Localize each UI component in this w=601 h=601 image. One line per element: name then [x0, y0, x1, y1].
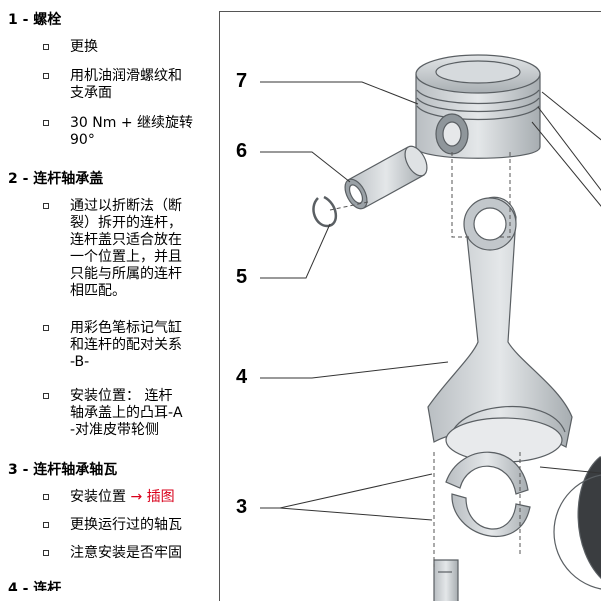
piston	[415, 54, 541, 159]
item-line: 安装位置： 连杆	[70, 388, 173, 404]
bullet-icon	[43, 393, 49, 399]
callout-5: 5	[236, 266, 248, 288]
piston-pin	[344, 145, 428, 210]
item-line: 只能与所属的连杆	[70, 266, 182, 282]
bullet-icon	[43, 325, 49, 331]
section-bolt: 1 - 螺栓 更换 用机油润滑螺纹和 支承面 30 Nm + 继续旋转 90°	[8, 11, 214, 148]
item-line: 注意安装是否牢固	[70, 545, 182, 561]
item-line: 裂）拆开的连杆，	[70, 215, 182, 231]
alignment-lines	[329, 152, 521, 567]
item-line: -对准皮带轮侧	[70, 422, 160, 438]
item-line: 用机油润滑螺纹和	[70, 68, 182, 84]
item-line: 通过以折断法（断	[70, 198, 182, 214]
item-line: 更换	[70, 39, 98, 55]
callout-7: 7	[236, 70, 248, 92]
section-bearing-cap: 2 - 连杆轴承盖 通过以折断法（断 裂）拆开的连杆， 连杆盖只适合放在 一个位…	[8, 170, 214, 438]
item-line: 和连杆的配对关系	[70, 337, 182, 353]
item-line: 更换运行过的轴瓦	[70, 517, 182, 533]
section-bearing-shell: 3 - 连杆轴承轴瓦 安装位置 → 插图 更换运行过的轴瓦 注意安装是否牢固	[8, 461, 214, 561]
circlip	[312, 195, 337, 228]
item-line: 30 Nm + 继续旋转	[70, 115, 194, 131]
bearing-shells	[445, 451, 531, 537]
bullet-icon	[43, 73, 49, 79]
section-title: 1 - 螺栓	[8, 12, 62, 28]
section-title: 2 - 连杆轴承盖	[8, 171, 104, 187]
item-line: 连杆盖只适合放在	[70, 232, 182, 248]
bullet-icon	[43, 522, 49, 528]
callout-3: 3	[236, 496, 248, 518]
section-title: 3 - 连杆轴承轴瓦	[8, 462, 118, 478]
item-text: 安装位置	[70, 489, 131, 505]
bullet-icon	[43, 203, 49, 209]
bearing-cap	[433, 559, 459, 601]
item-line: 用彩色笔标记气缸	[70, 320, 182, 336]
leader-lines	[260, 81, 601, 521]
instruction-list: 1 - 螺栓 更换 用机油润滑螺纹和 支承面 30 Nm + 继续旋转 90° …	[0, 0, 214, 591]
bullet-icon	[43, 120, 49, 126]
bullet-icon	[43, 494, 49, 500]
section-connecting-rod: 4 - 连杆	[8, 580, 214, 591]
item-line: 相匹配。	[70, 283, 126, 299]
exploded-diagram: 7 6 5 4 3	[219, 11, 601, 601]
diagram-drawing	[260, 54, 601, 601]
item-line: 90°	[70, 132, 95, 148]
bullet-icon	[43, 550, 49, 556]
item-line: 一个位置上，并且	[70, 249, 182, 265]
item-line: 支承面	[70, 85, 112, 101]
callout-6: 6	[236, 140, 248, 162]
detail-view	[553, 456, 601, 590]
item-line: -B-	[70, 354, 90, 370]
bullet-icon	[43, 44, 49, 50]
section-title: 4 - 连杆	[8, 581, 62, 591]
item-line: 轴承盖上的凸耳-A	[70, 405, 183, 421]
callout-4: 4	[236, 366, 248, 388]
illustration-link[interactable]: → 插图	[130, 489, 175, 505]
